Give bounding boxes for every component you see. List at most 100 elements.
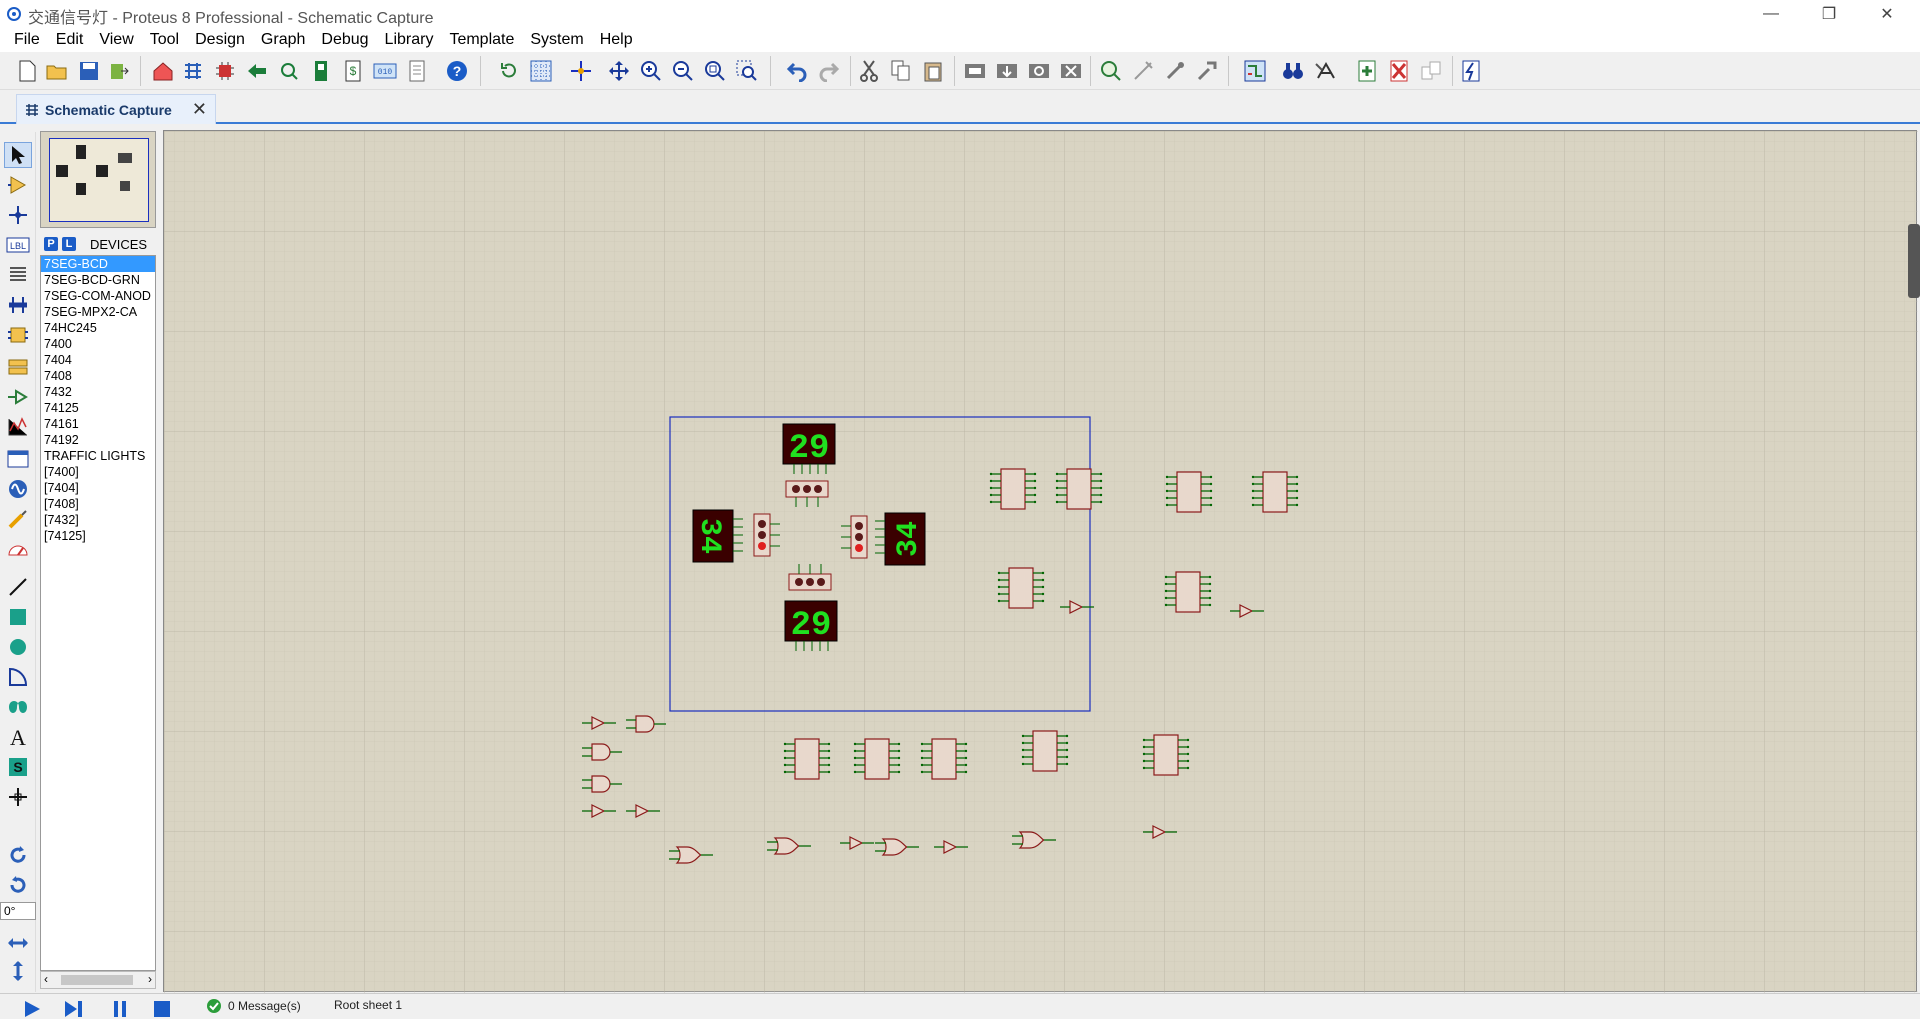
toggle-grid-icon[interactable] — [528, 58, 554, 84]
pan-icon[interactable] — [606, 58, 632, 84]
exit-to-parent-icon[interactable] — [1418, 58, 1444, 84]
tab-schematic-capture[interactable]: Schematic Capture ✕ — [16, 94, 216, 124]
box-tool-icon[interactable] — [4, 604, 32, 630]
circle-tool-icon[interactable] — [4, 634, 32, 660]
library-manager-button[interactable]: L — [62, 237, 76, 251]
list-item[interactable]: 74192 — [44, 433, 79, 447]
wire-label-icon[interactable]: LBL — [4, 232, 32, 258]
package-tool-icon[interactable] — [1162, 58, 1188, 84]
minimize-button[interactable]: — — [1763, 5, 1779, 22]
device-list-scrollbar[interactable]: ‹ › — [40, 971, 156, 989]
list-item[interactable]: 7432 — [44, 385, 72, 399]
list-item[interactable]: [74125] — [44, 529, 86, 543]
text-tool-icon[interactable]: A — [4, 724, 32, 750]
redo-icon[interactable] — [816, 58, 842, 84]
electrical-rule-check-icon[interactable] — [1458, 58, 1484, 84]
list-item[interactable]: 74125 — [44, 401, 79, 415]
remove-sheet-icon[interactable] — [1386, 58, 1412, 84]
decompose-icon[interactable] — [1194, 58, 1220, 84]
list-item[interactable]: 7400 — [44, 337, 72, 351]
zoom-all-icon[interactable] — [702, 58, 728, 84]
list-item[interactable]: 7SEG-MPX2-CA — [44, 305, 138, 319]
scroll-right-icon[interactable]: › — [148, 972, 152, 986]
vsm-studio-icon[interactable]: 010 — [372, 58, 398, 84]
make-device-icon[interactable] — [1130, 58, 1156, 84]
wire-autorouter-icon[interactable] — [1242, 58, 1268, 84]
tape-recorder-icon[interactable] — [4, 446, 32, 472]
overview-window[interactable] — [40, 131, 156, 228]
subcircuit-icon[interactable] — [4, 322, 32, 348]
save-icon[interactable] — [76, 58, 102, 84]
pause-button[interactable] — [108, 999, 132, 1019]
menu-edit[interactable]: Edit — [55, 31, 84, 48]
refresh-icon[interactable] — [496, 58, 522, 84]
virtual-instruments-icon[interactable] — [4, 536, 32, 562]
selection-mode-icon[interactable] — [4, 142, 32, 168]
undo-icon[interactable] — [784, 58, 810, 84]
list-item[interactable]: 74HC245 — [44, 321, 97, 335]
search-tag-icon[interactable] — [1280, 58, 1306, 84]
menu-help[interactable]: Help — [599, 31, 633, 48]
line-tool-icon[interactable] — [4, 574, 32, 600]
device-pins-icon[interactable] — [4, 384, 32, 410]
cut-icon[interactable] — [856, 58, 882, 84]
menu-template[interactable]: Template — [449, 31, 515, 48]
text-script-icon[interactable] — [4, 262, 32, 288]
display-east[interactable]: 34 — [875, 512, 926, 566]
marker-tool-icon[interactable] — [4, 784, 32, 810]
scroll-left-icon[interactable]: ‹ — [44, 972, 48, 986]
paste-icon[interactable] — [920, 58, 946, 84]
list-item[interactable]: [7408] — [44, 497, 79, 511]
copy-icon[interactable] — [888, 58, 914, 84]
buses-icon[interactable] — [4, 292, 32, 318]
voltage-probe-icon[interactable] — [4, 506, 32, 532]
list-item[interactable]: TRAFFIC LIGHTS — [44, 449, 146, 463]
menu-design[interactable]: Design — [195, 31, 245, 48]
bill-of-materials-icon[interactable]: $ — [340, 58, 366, 84]
new-sheet-icon[interactable] — [1354, 58, 1380, 84]
block-move-icon[interactable] — [994, 58, 1020, 84]
component-mode-icon[interactable] — [4, 172, 32, 198]
menu-system[interactable]: System — [530, 31, 584, 48]
zoom-area-icon[interactable] — [734, 58, 760, 84]
arc-tool-icon[interactable] — [4, 664, 32, 690]
rotate-clockwise-icon[interactable] — [4, 842, 32, 868]
list-item[interactable]: [7400] — [44, 465, 79, 479]
traffic-light-south[interactable] — [788, 564, 832, 591]
graph-mode-icon[interactable] — [4, 414, 32, 440]
list-item[interactable]: 74161 — [44, 417, 79, 431]
notes-icon[interactable] — [404, 58, 430, 84]
junction-dot-icon[interactable] — [4, 202, 32, 228]
list-item[interactable]: 7SEG-BCD-GRN — [44, 273, 140, 287]
pick-device-icon[interactable] — [1098, 58, 1124, 84]
schematic-canvas[interactable]: 29 29 34 34 — [163, 130, 1918, 993]
rotate-anticlockwise-icon[interactable] — [4, 872, 32, 898]
scroll-thumb[interactable] — [61, 975, 133, 985]
terminals-icon[interactable] — [4, 354, 32, 380]
block-rotate-icon[interactable] — [1026, 58, 1052, 84]
import-icon[interactable] — [106, 58, 132, 84]
display-south[interactable]: 29 — [784, 600, 838, 651]
open-folder-icon[interactable] — [44, 58, 70, 84]
traffic-light-north[interactable] — [785, 480, 829, 507]
block-delete-icon[interactable] — [1058, 58, 1084, 84]
menu-debug[interactable]: Debug — [321, 31, 369, 48]
design-explorer-icon[interactable] — [308, 58, 334, 84]
close-button[interactable]: ✕ — [1880, 6, 1894, 23]
message-indicator[interactable]: 0 Message(s) — [206, 998, 301, 1014]
list-item[interactable]: [7432] — [44, 513, 79, 527]
zoom-in-icon[interactable] — [638, 58, 664, 84]
pcb-icon[interactable] — [212, 58, 238, 84]
menu-library[interactable]: Library — [384, 31, 434, 48]
generator-icon[interactable] — [4, 476, 32, 502]
schematic-icon[interactable] — [180, 58, 206, 84]
display-north[interactable]: 29 — [782, 423, 836, 474]
block-copy-icon[interactable] — [962, 58, 988, 84]
traffic-light-west[interactable] — [753, 513, 780, 557]
property-assignment-icon[interactable] — [1312, 58, 1338, 84]
help-icon[interactable]: ? — [444, 58, 470, 84]
zoom-out-icon[interactable] — [670, 58, 696, 84]
traffic-light-east[interactable] — [841, 515, 868, 559]
home-icon[interactable] — [150, 58, 176, 84]
restore-button[interactable]: ❐ — [1821, 6, 1837, 23]
